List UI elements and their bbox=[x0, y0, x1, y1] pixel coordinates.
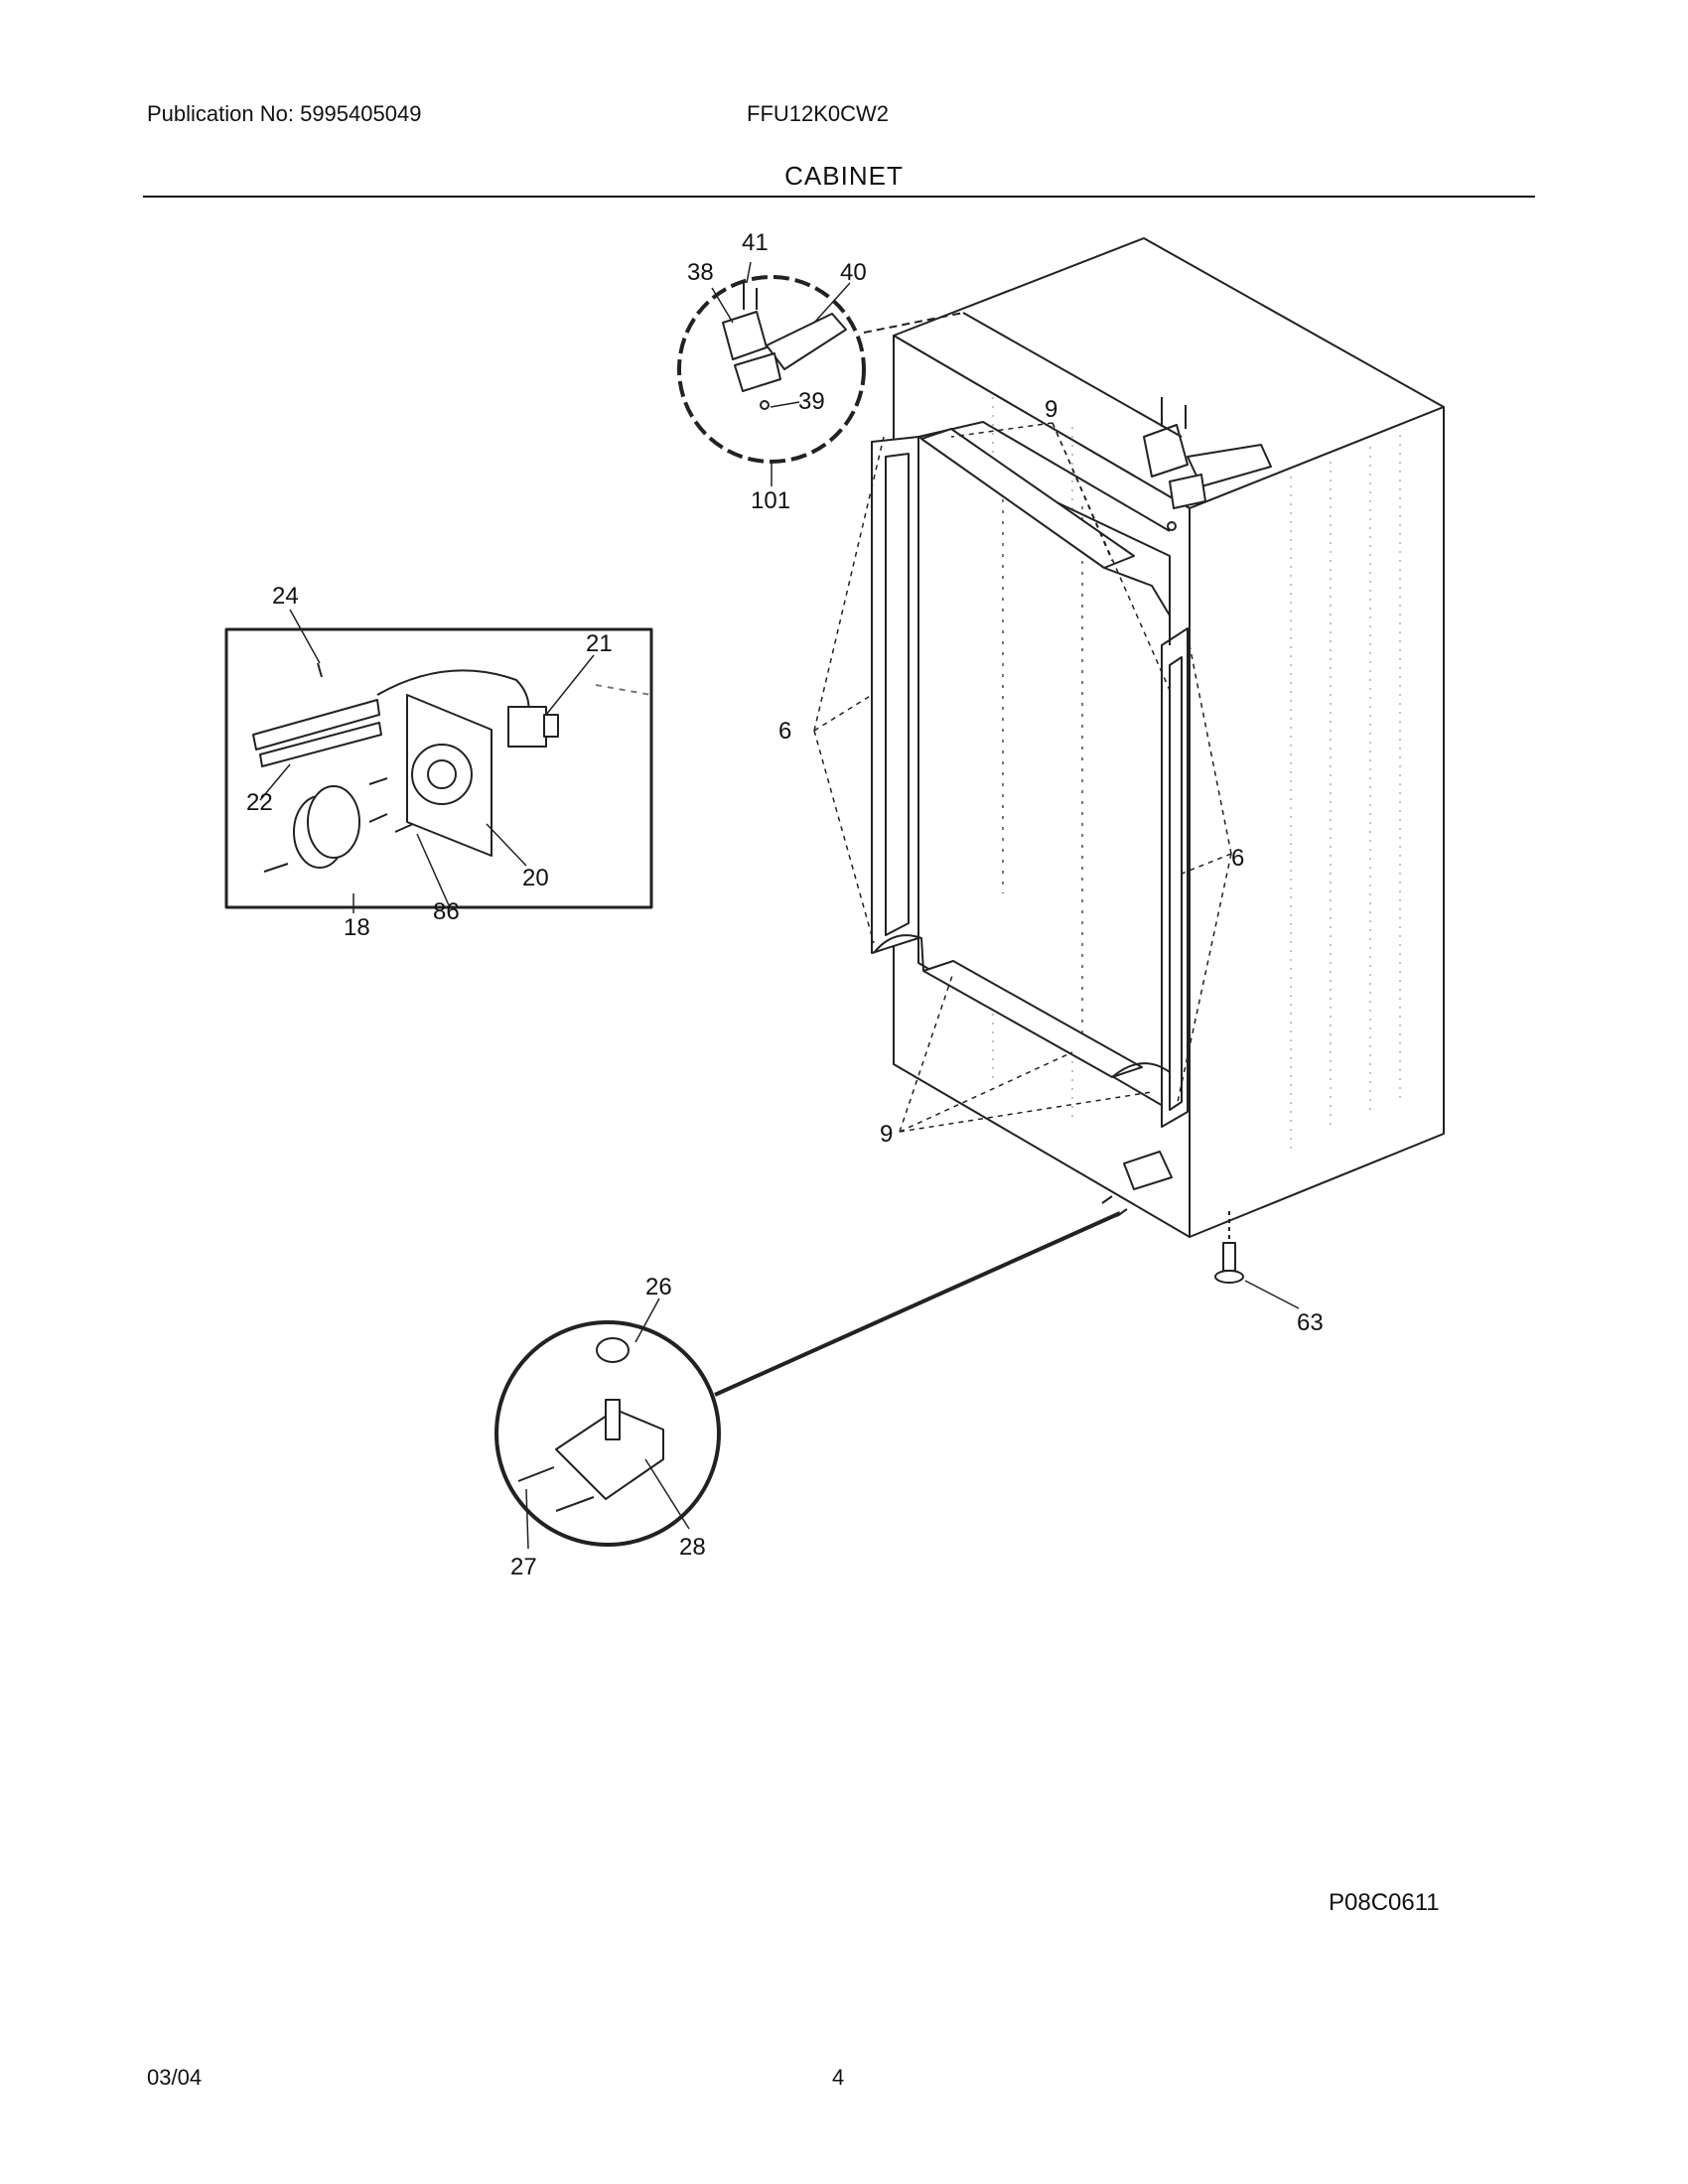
top-hinge-detail-circle bbox=[677, 275, 1183, 486]
breaker-strip-bottom bbox=[873, 934, 1171, 1102]
door-gasket-right bbox=[1161, 627, 1189, 1128]
page-number: 4 bbox=[832, 2065, 845, 2090]
label-20: 20 bbox=[522, 865, 549, 891]
thermostat-inset bbox=[224, 627, 653, 909]
part-labels: 41 38 40 39 101 9 6 6 9 24 21 22 20 18 8… bbox=[246, 229, 1324, 1580]
publication-date: 03/04 bbox=[147, 2065, 203, 2090]
label-86: 86 bbox=[433, 898, 460, 925]
door-gasket-left bbox=[871, 436, 919, 954]
bottom-hinge-detail-circle bbox=[494, 1211, 1121, 1547]
label-40: 40 bbox=[840, 259, 867, 286]
label-27: 27 bbox=[510, 1554, 537, 1580]
leveling-leg bbox=[1214, 1211, 1244, 1284]
label-22: 22 bbox=[246, 789, 273, 816]
label-39: 39 bbox=[798, 388, 825, 415]
label-38: 38 bbox=[687, 259, 714, 286]
leader-lines bbox=[259, 261, 1300, 1550]
label-63: 63 bbox=[1297, 1309, 1324, 1336]
label-9-bottom: 9 bbox=[880, 1121, 893, 1148]
figure-code: P08C0611 bbox=[1329, 1889, 1440, 1916]
label-28: 28 bbox=[679, 1534, 706, 1561]
label-41: 41 bbox=[742, 229, 769, 256]
label-101: 101 bbox=[751, 487, 790, 514]
label-6-right: 6 bbox=[1231, 845, 1244, 872]
top-hinge-assembly bbox=[1143, 397, 1272, 531]
label-9-top: 9 bbox=[1045, 396, 1057, 423]
publication-number: Publication No: 5995405049 bbox=[147, 101, 422, 126]
label-6-left: 6 bbox=[778, 718, 791, 745]
label-24: 24 bbox=[272, 583, 299, 610]
header-rule bbox=[143, 196, 1535, 198]
section-title: CABINET bbox=[784, 161, 904, 191]
label-21: 21 bbox=[586, 630, 613, 657]
label-26: 26 bbox=[645, 1274, 672, 1300]
breaker-strip-top bbox=[920, 428, 1171, 645]
model-number: FFU12K0CW2 bbox=[747, 101, 890, 126]
label-18: 18 bbox=[344, 914, 370, 941]
